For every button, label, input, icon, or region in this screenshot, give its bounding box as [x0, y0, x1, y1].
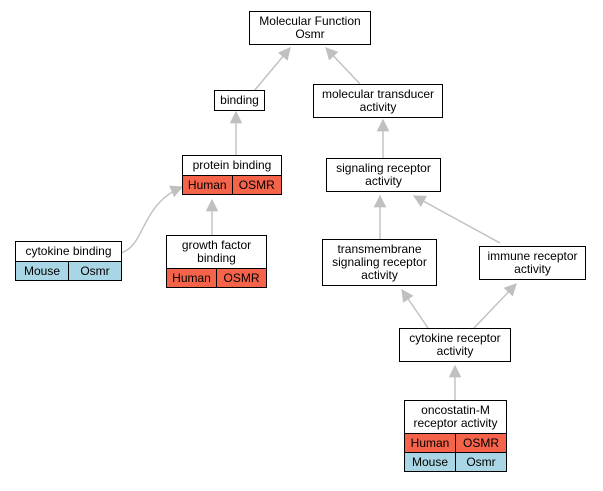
node-label: oncostatin-M receptor activity — [413, 403, 498, 430]
node-transmembrane-signaling-receptor-activity[interactable]: transmembrane signaling receptor activit… — [322, 239, 437, 286]
node-label: cytokine binding — [25, 244, 112, 258]
node-label: growth factor binding — [181, 238, 252, 265]
node-cytokine-binding[interactable]: cytokine binding Mouse Osmr — [15, 241, 122, 281]
species-row-mouse: Mouse Osmr — [16, 261, 121, 280]
species-cell[interactable]: Human — [405, 434, 455, 452]
edge-cytokine-receptor-to-immune — [473, 283, 517, 329]
species-cell[interactable]: Mouse — [16, 262, 68, 280]
species-row-human: Human OSMR — [405, 433, 506, 452]
node-immune-receptor-activity[interactable]: immune receptor activity — [479, 246, 586, 280]
node-label: Molecular Function Osmr — [259, 14, 361, 41]
node-cytokine-receptor-activity[interactable]: cytokine receptor activity — [399, 328, 511, 362]
node-label: protein binding — [192, 158, 272, 172]
gene-cell[interactable]: OSMR — [231, 176, 281, 194]
node-molecular-function-osmr[interactable]: Molecular Function Osmr — [249, 11, 371, 45]
gene-cell[interactable]: OSMR — [455, 434, 506, 452]
node-oncostatin-m-receptor-activity[interactable]: oncostatin-M receptor activity Human OSM… — [404, 400, 507, 472]
species-row-human: Human OSMR — [183, 175, 281, 194]
node-label: immune receptor activity — [487, 249, 578, 276]
node-label: binding — [220, 93, 259, 107]
edge-transducer-to-root — [325, 47, 361, 85]
species-cell[interactable]: Mouse — [405, 453, 455, 471]
node-label: molecular transducer activity — [321, 87, 435, 114]
edge-binding-to-root — [253, 47, 291, 92]
edge-immune-to-signaling — [412, 195, 501, 244]
edge-cytokine-receptor-to-transmembrane — [401, 288, 429, 329]
species-cell[interactable]: Human — [183, 176, 232, 194]
node-signaling-receptor-activity[interactable]: signaling receptor activity — [326, 158, 441, 192]
gene-cell[interactable]: Osmr — [68, 262, 121, 280]
species-row-mouse: Mouse Osmr — [405, 452, 506, 471]
node-binding[interactable]: binding — [214, 90, 265, 111]
node-label: cytokine receptor activity — [409, 331, 501, 358]
species-cell[interactable]: Human — [167, 269, 216, 287]
gene-cell[interactable]: Osmr — [455, 453, 506, 471]
node-molecular-transducer-activity[interactable]: molecular transducer activity — [313, 84, 443, 118]
species-row-human: Human OSMR — [167, 268, 266, 287]
node-label: transmembrane signaling receptor activit… — [332, 242, 427, 282]
edge-cytokine-binding-to-protein-binding — [120, 185, 184, 254]
node-label: signaling receptor activity — [336, 161, 431, 188]
node-protein-binding[interactable]: protein binding Human OSMR — [182, 155, 282, 195]
gene-cell[interactable]: OSMR — [216, 269, 266, 287]
node-growth-factor-binding[interactable]: growth factor binding Human OSMR — [166, 235, 267, 288]
